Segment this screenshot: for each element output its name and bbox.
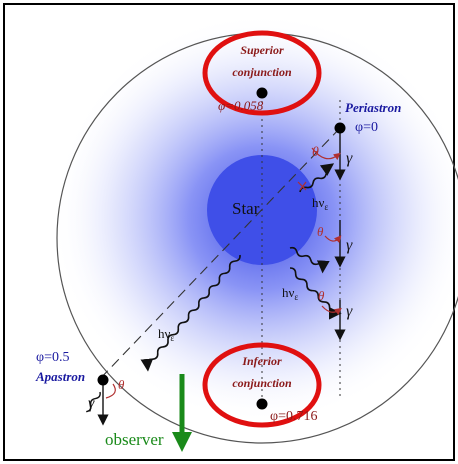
arrow-down-icon <box>172 432 192 452</box>
theta-arc-apastron <box>105 383 116 399</box>
point-periastron <box>334 122 346 134</box>
phi-superior-label: φ=0.058 <box>218 98 264 113</box>
gamma-label-3: γ <box>346 303 353 320</box>
photon-label-2: hνε <box>282 285 298 302</box>
theta-label-2: θ <box>317 224 324 239</box>
theta-label-1: θ <box>312 145 319 160</box>
phi-inferior-label: φ=0.716 <box>270 409 317 424</box>
inferior-label-line1: Inferior <box>241 354 282 368</box>
point-superior-conjunction <box>256 87 268 99</box>
theta-tick-1 <box>297 181 307 191</box>
observer-label: observer <box>105 430 164 449</box>
periastron-label: Periastron <box>345 100 401 115</box>
theta-label-3: θ <box>318 288 325 303</box>
gamma-label-1: γ <box>346 150 353 167</box>
photon-path-1 <box>299 163 335 193</box>
phi-periastron-label: φ=0 <box>355 120 378 135</box>
phi-apastron-label: φ=0.5 <box>36 350 69 365</box>
apastron-label: Apastron <box>35 369 85 384</box>
theta-arc-3 <box>321 305 342 316</box>
point-apastron <box>97 374 109 386</box>
photon-label-1: hνε <box>312 195 328 212</box>
theta-arc-1 <box>311 147 341 161</box>
photon-path-3 <box>289 267 342 320</box>
photon-path-to-apastron <box>140 254 241 372</box>
gamma-label-2: γ <box>346 237 353 254</box>
highlight-inferior <box>202 342 322 428</box>
photon-path-2 <box>289 246 330 274</box>
superior-label-line1: Superior <box>240 43 284 57</box>
highlight-superior <box>202 30 322 116</box>
gamma-label-apastron: γ <box>88 395 95 412</box>
photon-label-3: hνε <box>158 326 174 343</box>
inferior-label-line2: conjunction <box>232 376 292 390</box>
photon-path-apastron-local <box>86 391 101 413</box>
theta-arc-2 <box>324 235 342 244</box>
line-of-sight <box>96 127 341 383</box>
star-label: Star <box>232 199 260 218</box>
point-inferior-conjunction <box>256 398 268 410</box>
theta-label-apastron: θ <box>118 377 125 392</box>
superior-label-line2: conjunction <box>232 65 292 79</box>
